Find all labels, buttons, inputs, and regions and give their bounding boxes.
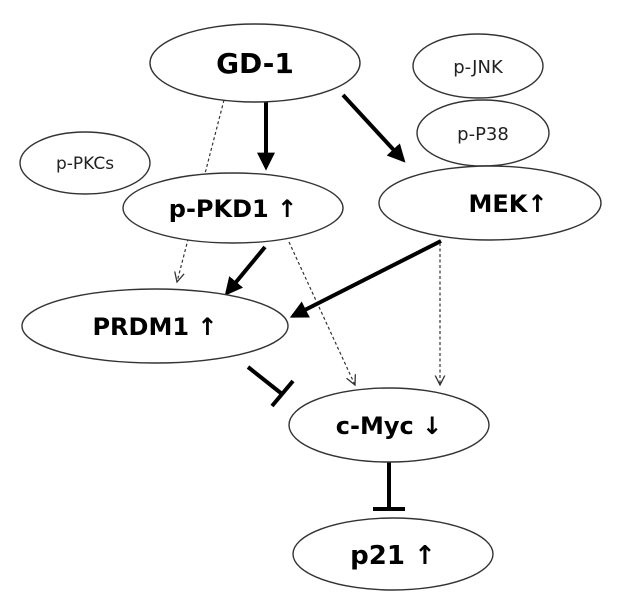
edge-mek-to-prdm1 xyxy=(289,239,442,318)
edge-ppkd1-to-prdm1 xyxy=(224,245,267,296)
node-p21-label: p21 ↑ xyxy=(350,541,436,571)
edge-ppkd1-to-cmyc xyxy=(288,241,355,385)
node-pjnk: p-JNK xyxy=(412,33,544,99)
node-pp38-label: p-P38 xyxy=(457,124,509,145)
edge-cmyc-inhibits-p21 xyxy=(373,462,405,511)
edge-gd1-to-mek xyxy=(341,93,406,163)
node-mek: MEK↑ xyxy=(378,165,602,241)
edge-prdm1-inhibits-cmyc xyxy=(246,365,295,408)
node-gd1: GD-1 xyxy=(149,23,361,103)
node-ppkcs: p-PKCs xyxy=(19,131,151,195)
node-prdm1-label: PRDM1 ↑ xyxy=(92,313,217,341)
node-mek-label: MEK↑ xyxy=(469,190,548,218)
node-p21: p21 ↑ xyxy=(292,517,494,591)
node-prdm1: PRDM1 ↑ xyxy=(21,288,289,364)
node-gd1-label: GD-1 xyxy=(216,47,294,80)
node-ppkd1-label: p-PKD1 ↑ xyxy=(169,195,297,223)
node-cmyc: c-Myc ↓ xyxy=(288,387,490,463)
node-pjnk-label: p-JNK xyxy=(453,57,504,78)
node-ppkcs-label: p-PKCs xyxy=(56,154,114,174)
node-cmyc-label: c-Myc ↓ xyxy=(336,412,442,440)
node-ppkd1: p-PKD1 ↑ xyxy=(122,172,344,244)
node-pp38: p-P38 xyxy=(416,99,550,167)
